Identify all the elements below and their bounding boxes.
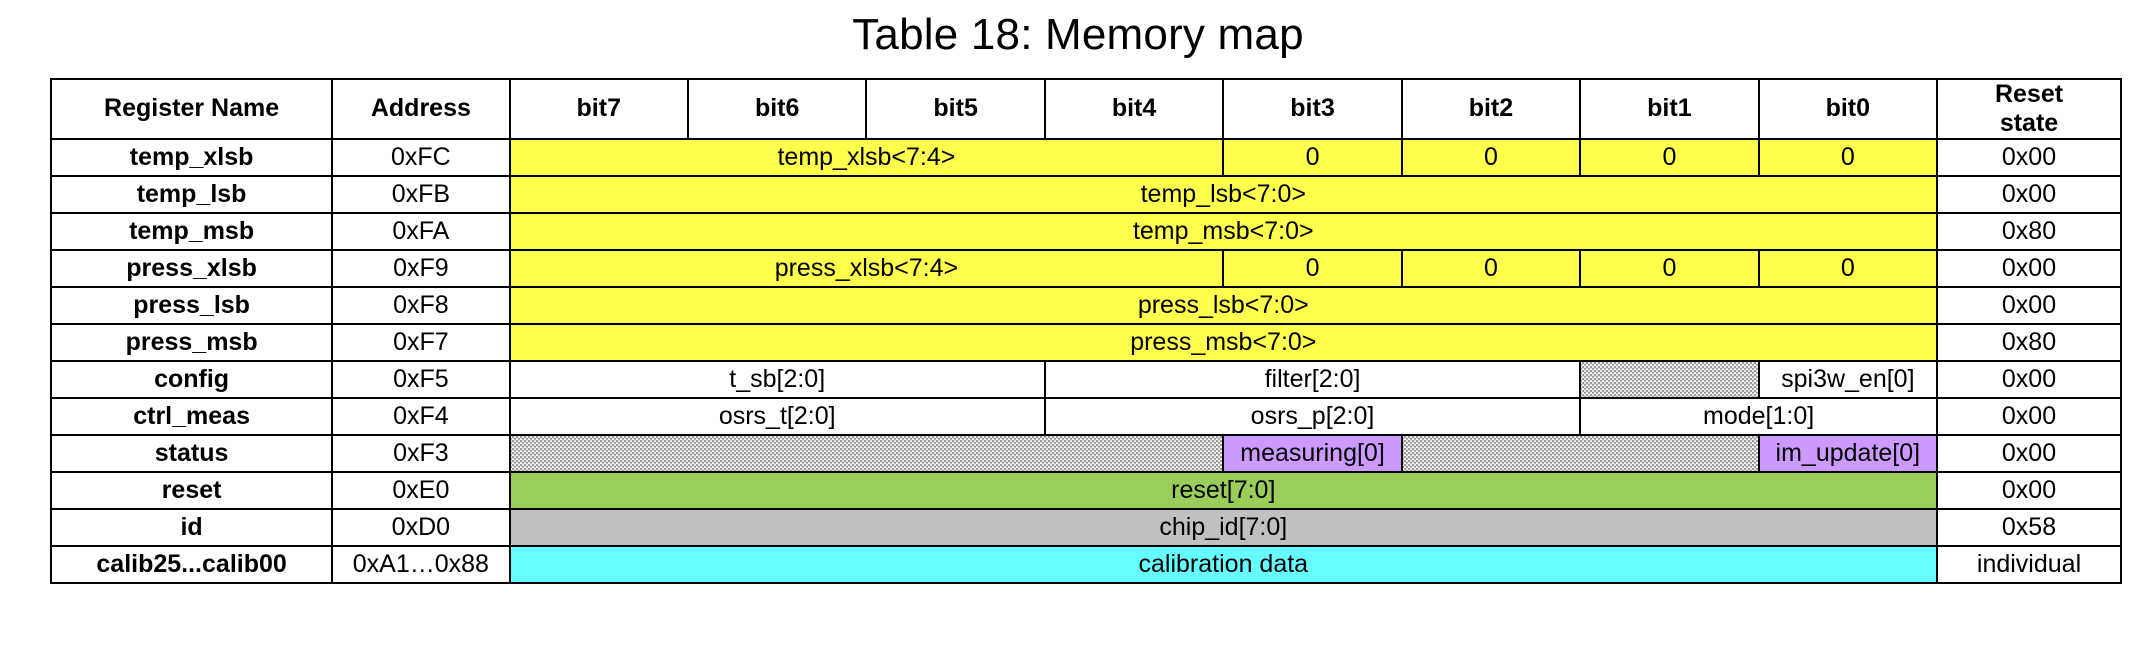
- header-bit4: bit4: [1043, 78, 1225, 140]
- header-bit2: bit2: [1400, 78, 1582, 140]
- address-cell: 0xA1…0x88: [331, 544, 511, 584]
- bitfield-cell: 0: [1222, 137, 1403, 177]
- address-cell: 0xF8: [331, 285, 511, 325]
- address-cell: 0xF7: [331, 322, 511, 362]
- table-header: Register Name Address bit7 bit6 bit5 bit…: [49, 78, 2122, 140]
- reset-state-cell: 0x00: [1936, 248, 2122, 288]
- bitfield-cell: reset[7:0]: [508, 470, 1939, 510]
- header-bit5: bit5: [865, 78, 1046, 140]
- header-reset-state-line2: state: [1999, 108, 2059, 137]
- bitfield-cell: filter[2:0]: [1043, 359, 1582, 399]
- bitfield-cell: 0: [1400, 248, 1582, 288]
- header-bit0: bit0: [1757, 78, 1939, 140]
- reset-state-cell: 0x00: [1936, 470, 2122, 510]
- bitfield-cell: im_update[0]: [1757, 433, 1939, 473]
- header-register-name: Register Name: [49, 78, 334, 140]
- address-cell: 0xFB: [331, 174, 511, 214]
- address-cell: 0xD0: [331, 507, 511, 547]
- bitfield-cell: 0: [1757, 137, 1939, 177]
- bitfield-cell: 0: [1222, 248, 1403, 288]
- register-name-cell: status: [49, 433, 334, 473]
- reset-state-cell: 0x00: [1936, 174, 2122, 214]
- bitfield-cell: temp_msb<7:0>: [508, 211, 1939, 251]
- register-name-cell: temp_msb: [49, 211, 334, 251]
- register-name-cell: press_lsb: [49, 285, 334, 325]
- bitfield-cell: t_sb[2:0]: [508, 359, 1046, 399]
- memory-map-table: Register Name Address bit7 bit6 bit5 bit…: [49, 78, 2122, 584]
- header-reset-state: Reset state: [1936, 78, 2122, 140]
- header-bit3: bit3: [1222, 78, 1403, 140]
- bitfield-cell: spi3w_en[0]: [1757, 359, 1939, 399]
- memory-map-table-container: Register Name Address bit7 bit6 bit5 bit…: [49, 78, 2122, 584]
- bitfield-cell: 0: [1400, 137, 1582, 177]
- register-name-cell: ctrl_meas: [49, 396, 334, 436]
- bitfield-cell: chip_id[7:0]: [508, 507, 1939, 547]
- bitfield-cell: press_xlsb<7:4>: [508, 248, 1225, 288]
- address-cell: 0xF4: [331, 396, 511, 436]
- address-cell: 0xF9: [331, 248, 511, 288]
- bitfield-cell: temp_lsb<7:0>: [508, 174, 1939, 214]
- register-name-cell: press_xlsb: [49, 248, 334, 288]
- header-reset-state-line1: Reset: [1994, 80, 2064, 108]
- header-bit6: bit6: [686, 78, 868, 140]
- header-row: Register Name Address bit7 bit6 bit5 bit…: [49, 78, 2122, 140]
- bitfield-cell: [508, 433, 1225, 473]
- register-name-cell: temp_lsb: [49, 174, 334, 214]
- bitfield-cell: mode[1:0]: [1579, 396, 1939, 436]
- reset-state-cell: 0x00: [1936, 433, 2122, 473]
- bitfield-cell: osrs_p[2:0]: [1043, 396, 1582, 436]
- address-cell: 0xF3: [331, 433, 511, 473]
- page-title: Table 18: Memory map: [852, 10, 1304, 59]
- bitfield-cell: [1579, 359, 1760, 399]
- register-name-cell: config: [49, 359, 334, 399]
- bitfield-cell: 0: [1579, 248, 1760, 288]
- bitfield-cell: measuring[0]: [1222, 433, 1403, 473]
- reset-state-cell: 0x00: [1936, 359, 2122, 399]
- bitfield-cell: temp_xlsb<7:4>: [508, 137, 1225, 177]
- register-name-cell: calib25...calib00: [49, 544, 334, 584]
- bitfield-cell: [1400, 433, 1760, 473]
- address-cell: 0xFC: [331, 137, 511, 177]
- reset-state-cell: 0x58: [1936, 507, 2122, 547]
- reset-state-cell: individual: [1936, 544, 2122, 584]
- header-bit7: bit7: [508, 78, 689, 140]
- bitfield-cell: 0: [1579, 137, 1760, 177]
- bitfield-cell: 0: [1757, 248, 1939, 288]
- reset-state-cell: 0x00: [1936, 137, 2122, 177]
- address-cell: 0xE0: [331, 470, 511, 510]
- header-address: Address: [331, 78, 511, 140]
- register-name-cell: id: [49, 507, 334, 547]
- register-name-cell: temp_xlsb: [49, 137, 334, 177]
- address-cell: 0xF5: [331, 359, 511, 399]
- bitfield-cell: calibration data: [508, 544, 1939, 584]
- register-name-cell: reset: [49, 470, 334, 510]
- bitfield-cell: press_msb<7:0>: [508, 322, 1939, 362]
- reset-state-cell: 0x00: [1936, 396, 2122, 436]
- header-bit1: bit1: [1579, 78, 1760, 140]
- address-cell: 0xFA: [331, 211, 511, 251]
- bitfield-cell: osrs_t[2:0]: [508, 396, 1046, 436]
- reset-state-cell: 0x80: [1936, 211, 2122, 251]
- register-name-cell: press_msb: [49, 322, 334, 362]
- reset-state-cell: 0x00: [1936, 285, 2122, 325]
- bitfield-cell: press_lsb<7:0>: [508, 285, 1939, 325]
- reset-state-cell: 0x80: [1936, 322, 2122, 362]
